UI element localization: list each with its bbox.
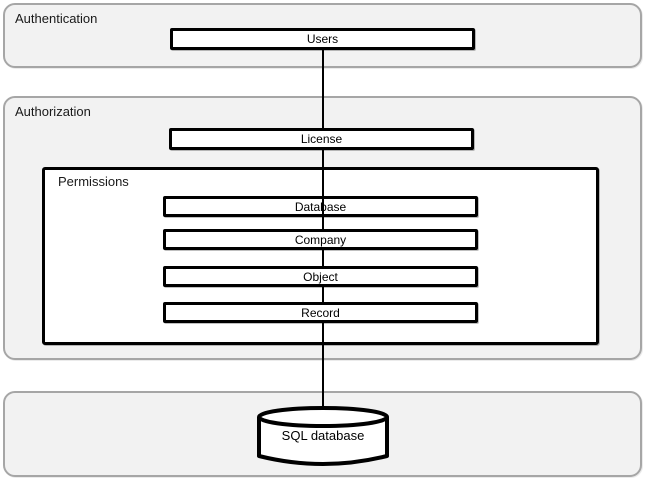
node-users-label: Users <box>306 32 339 46</box>
node-license-label: License <box>300 132 343 146</box>
database-cylinder-icon <box>257 406 389 466</box>
connector-segment <box>322 50 324 129</box>
node-record: Record <box>163 302 478 323</box>
node-users: Users <box>170 28 475 50</box>
node-database-label: Database <box>294 199 347 214</box>
connector-segment <box>322 285 324 303</box>
node-license: License <box>169 128 474 150</box>
connector-segment <box>322 321 324 410</box>
authentication-group-label: Authentication <box>15 11 98 26</box>
sql-database-label: SQL database <box>281 427 365 443</box>
node-database: Database <box>163 196 478 217</box>
node-company: Company <box>163 229 478 250</box>
node-company-label: Company <box>294 232 347 247</box>
authorization-group-label: Authorization <box>15 104 91 119</box>
node-object-label: Object <box>303 269 338 284</box>
connector-segment <box>322 248 324 267</box>
node-object: Object <box>163 266 478 287</box>
node-record-label: Record <box>301 305 340 320</box>
connector-segment <box>322 149 324 230</box>
permissions-box-label: Permissions <box>58 174 129 189</box>
